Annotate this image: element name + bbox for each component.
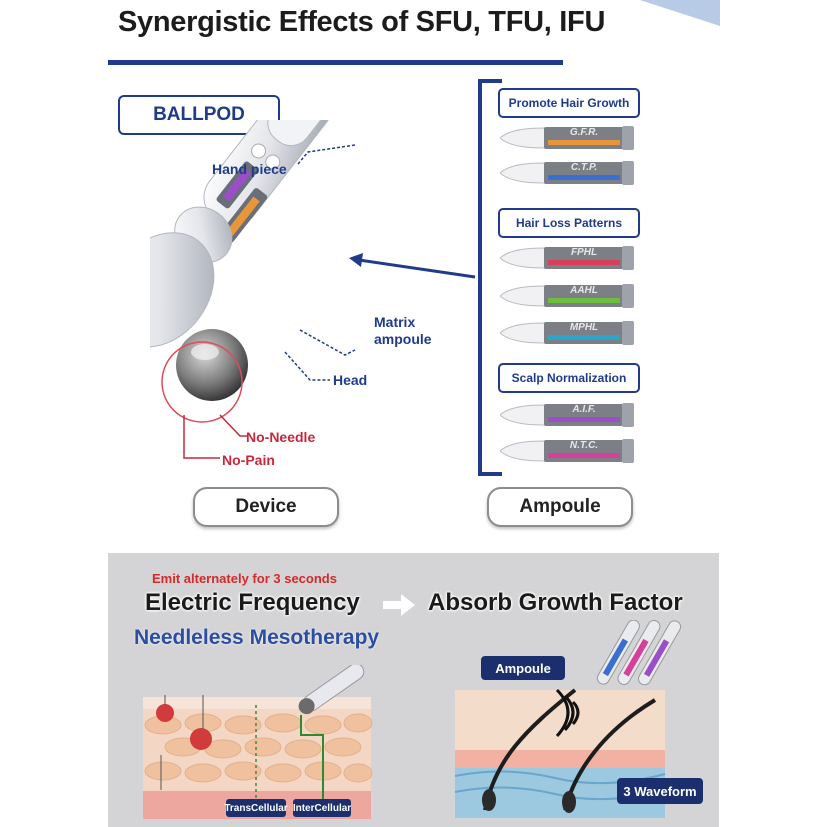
ampoule-to-device-arrow	[349, 253, 476, 279]
ampoule-vial-label: N.T.C.	[569, 440, 599, 451]
ampoule-vial: G.F.R.	[499, 125, 635, 151]
ampoule-vial-label: MPHL	[569, 322, 599, 333]
ampoule-vial: N.T.C.	[499, 438, 635, 464]
ballpod-device-illustration	[150, 120, 333, 423]
skin-cross-section-illustration	[143, 665, 373, 819]
matrix-ampoule-label: Matrix ampoule	[374, 314, 432, 347]
device-leader-lines	[183, 144, 356, 459]
ampoule-vial: MPHL	[499, 320, 635, 346]
device-caption: Device	[193, 487, 339, 527]
no-needle-label: No-Needle	[246, 429, 316, 445]
corner-decoration	[640, 0, 720, 26]
ampoule-vial-label: FPHL	[570, 247, 598, 258]
category-hair-loss-patterns: Hair Loss Patterns	[498, 208, 640, 238]
transcellular-tag: TransCellular	[224, 799, 288, 817]
ampoule-caption: Ampoule	[487, 487, 633, 527]
ampoule-vial-label: A.I.F.	[572, 404, 596, 415]
ampoule-tag: Ampoule	[481, 656, 565, 680]
ampoule-vial-label: AAHL	[570, 285, 598, 296]
category-promote-hair-growth: Promote Hair Growth	[498, 88, 640, 118]
ampoule-vial: FPHL	[499, 245, 635, 271]
emit-note: Emit alternately for 3 seconds	[152, 571, 337, 586]
title-underline	[108, 60, 563, 65]
ampoule-bracket	[478, 79, 502, 476]
electric-frequency-text: Electric Frequency	[145, 589, 360, 616]
ampoule-vial-label: C.T.P.	[570, 162, 598, 173]
ampoule-vial-label: G.F.R.	[569, 127, 599, 138]
ampoule-vial: AAHL	[499, 283, 635, 309]
ballpod-badge: BALLPOD	[118, 95, 280, 135]
absorb-growth-factor-text: Absorb Growth Factor	[428, 589, 683, 616]
intercellular-tag: InterCellular	[293, 799, 351, 817]
page-title: Synergistic Effects of SFU, TFU, IFU	[118, 6, 606, 38]
head-label: Head	[333, 372, 368, 388]
needleless-mesotherapy-title: Needleless Mesotherapy	[134, 626, 380, 649]
ampoule-vial: C.T.P.	[499, 160, 635, 186]
waveform-tag: 3 Waveform	[617, 778, 703, 804]
hand-piece-label: Hand piece	[212, 161, 287, 177]
no-pain-label: No-Pain	[222, 452, 275, 468]
category-scalp-normalization: Scalp Normalization	[498, 363, 640, 393]
right-arrow-icon	[383, 594, 415, 616]
ampoule-vial: A.I.F.	[499, 402, 635, 428]
